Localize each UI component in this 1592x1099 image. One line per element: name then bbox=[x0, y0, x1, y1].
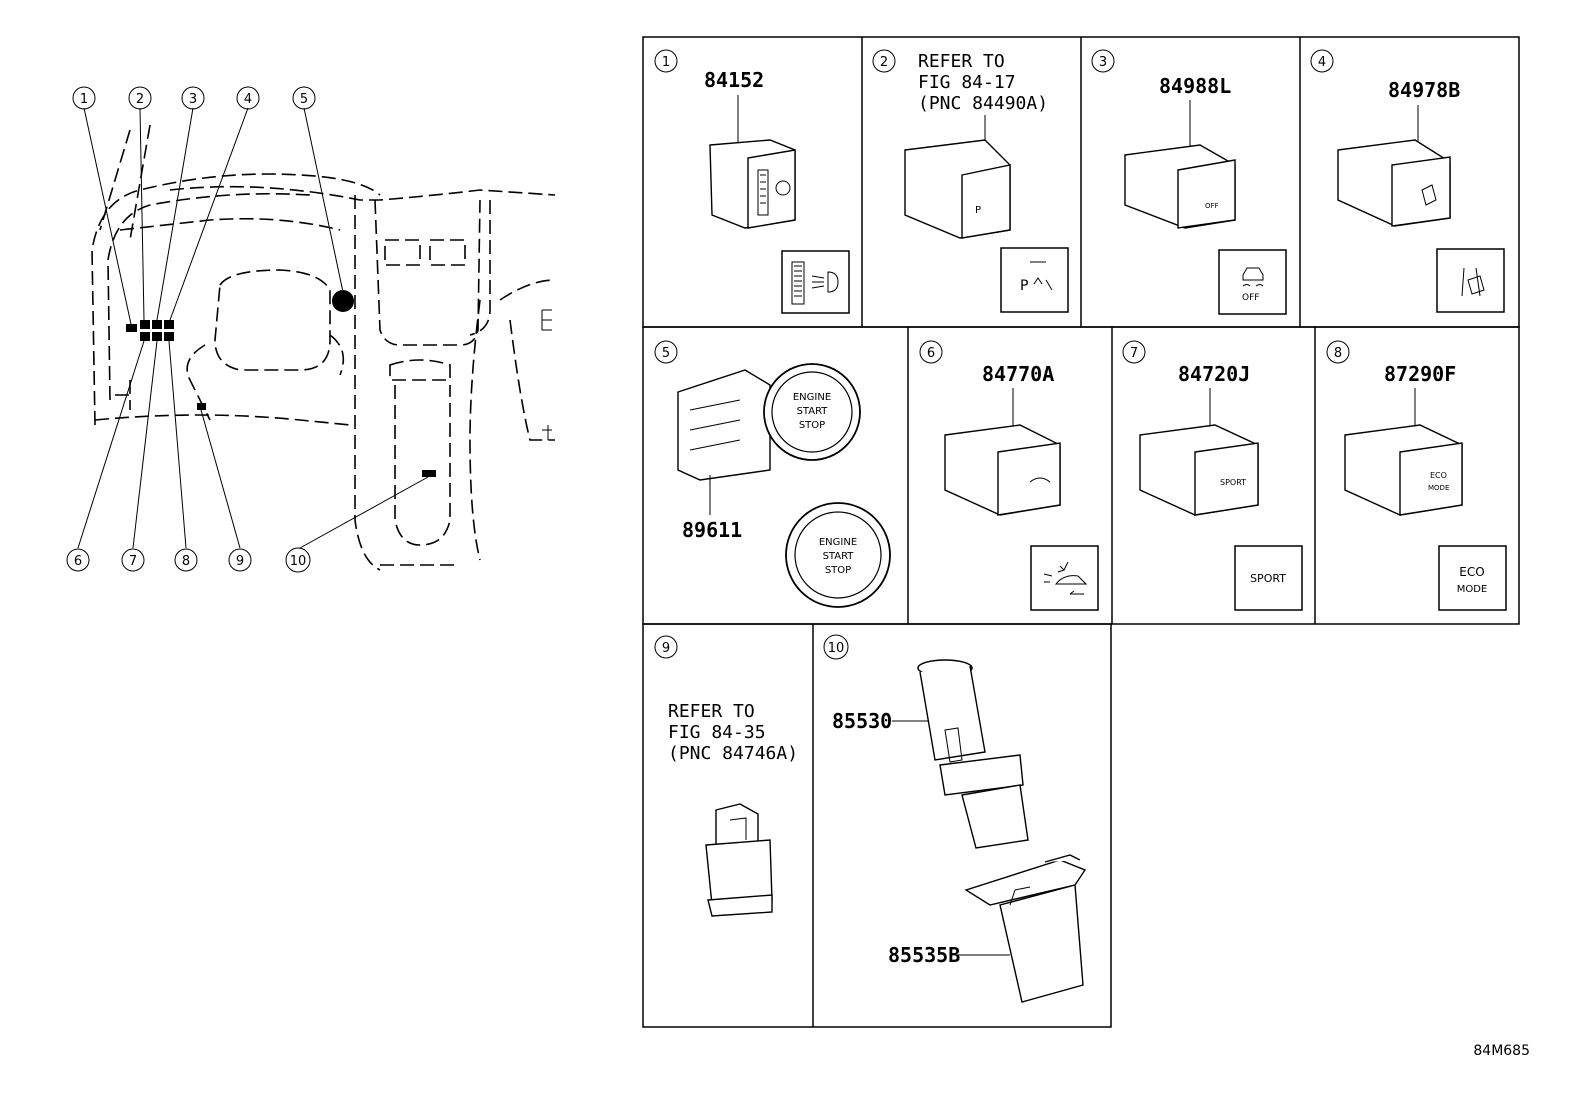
cell-num-3: 3 bbox=[1091, 49, 1115, 73]
svg-text:7: 7 bbox=[129, 554, 137, 569]
svg-text:MODE: MODE bbox=[1457, 584, 1488, 595]
svg-text:9: 9 bbox=[236, 554, 244, 569]
svg-text:7: 7 bbox=[1130, 346, 1138, 361]
part-number-84720J: 84720J bbox=[1178, 362, 1250, 386]
part-number-87290F: 87290F bbox=[1384, 362, 1456, 386]
icon-lane-departure bbox=[1436, 248, 1505, 313]
svg-text:10: 10 bbox=[828, 641, 845, 656]
svg-text:REFER TO: REFER TO bbox=[668, 701, 755, 722]
icon-eco-mode: ECO MODE bbox=[1438, 545, 1507, 611]
switch-drawing-2: P bbox=[904, 139, 1011, 239]
part-number-85535B: 85535B bbox=[888, 943, 960, 967]
icon-headlight-leveling bbox=[781, 250, 850, 314]
svg-text:MODE: MODE bbox=[1428, 484, 1449, 492]
svg-text:(PNC 84490A): (PNC 84490A) bbox=[918, 93, 1048, 114]
icon-pre-collision bbox=[1030, 545, 1099, 611]
svg-text:OFF: OFF bbox=[1242, 293, 1259, 303]
svg-text:ENGINE: ENGINE bbox=[819, 537, 857, 548]
svg-text:START: START bbox=[797, 406, 829, 417]
callout-10-bottom: 10 bbox=[285, 547, 311, 573]
icon-sport-mode: SPORT bbox=[1234, 545, 1303, 611]
svg-text:ENGINE: ENGINE bbox=[793, 392, 831, 403]
refer-to-text-2: REFER TO FIG 84-17 (PNC 84490A) bbox=[918, 51, 1048, 114]
svg-text:5: 5 bbox=[300, 92, 308, 107]
part-number-89611: 89611 bbox=[682, 518, 742, 542]
svg-text:ECO: ECO bbox=[1459, 565, 1484, 579]
svg-text:4: 4 bbox=[1318, 55, 1326, 70]
part-number-84978B: 84978B bbox=[1388, 78, 1460, 102]
svg-text:SPORT: SPORT bbox=[1220, 478, 1246, 487]
part-number-84988L: 84988L bbox=[1159, 74, 1231, 98]
diagram-code: 84M685 bbox=[1473, 1043, 1530, 1059]
svg-text:1: 1 bbox=[662, 55, 670, 70]
svg-text:(PNC 84746A): (PNC 84746A) bbox=[668, 743, 798, 764]
callout-1-top: 1 bbox=[72, 86, 96, 110]
cell-num-4: 4 bbox=[1310, 49, 1334, 73]
icon-parking-assist: P bbox=[1000, 247, 1069, 313]
callout-4-top: 4 bbox=[236, 86, 260, 110]
svg-text:6: 6 bbox=[927, 346, 935, 361]
dashboard-overview bbox=[77, 107, 556, 571]
svg-text:9: 9 bbox=[662, 641, 670, 656]
svg-text:10: 10 bbox=[290, 554, 307, 569]
svg-text:SPORT: SPORT bbox=[1250, 572, 1286, 585]
svg-text:3: 3 bbox=[189, 92, 197, 107]
connector-drawing-9 bbox=[705, 803, 773, 917]
svg-text:6: 6 bbox=[74, 554, 82, 569]
switch-drawing-3: OFF bbox=[1124, 144, 1236, 229]
cell-num-6: 6 bbox=[919, 340, 943, 364]
icon-traction-off: OFF bbox=[1218, 249, 1287, 315]
cell-num-7: 7 bbox=[1122, 340, 1146, 364]
cell-num-1: 1 bbox=[654, 49, 678, 73]
svg-text:P: P bbox=[1020, 278, 1028, 294]
part-number-84152: 84152 bbox=[704, 68, 764, 92]
cell-num-9: 9 bbox=[654, 635, 678, 659]
svg-text:START: START bbox=[823, 551, 855, 562]
switch-drawing-7: SPORT bbox=[1139, 424, 1259, 516]
switch-drawing-4 bbox=[1337, 139, 1451, 227]
parts-grid bbox=[642, 36, 1520, 1028]
svg-text:OFF: OFF bbox=[1205, 202, 1219, 210]
cell-num-10: 10 bbox=[823, 634, 849, 660]
callout-9-bottom: 9 bbox=[228, 548, 252, 572]
cell-num-2: 2 bbox=[872, 49, 896, 73]
svg-text:5: 5 bbox=[662, 346, 670, 361]
svg-text:3: 3 bbox=[1099, 55, 1107, 70]
part-number-84770A: 84770A bbox=[982, 362, 1054, 386]
svg-text:REFER TO: REFER TO bbox=[918, 51, 1005, 72]
svg-text:8: 8 bbox=[182, 554, 190, 569]
cell-num-5: 5 bbox=[654, 340, 678, 364]
switch-drawing-1 bbox=[709, 139, 796, 229]
refer-to-text-9: REFER TO FIG 84-35 (PNC 84746A) bbox=[668, 701, 798, 764]
svg-text:2: 2 bbox=[136, 92, 144, 107]
svg-text:4: 4 bbox=[244, 92, 252, 107]
cell-num-8: 8 bbox=[1326, 340, 1350, 364]
callout-7-bottom: 7 bbox=[121, 548, 145, 572]
svg-text:2: 2 bbox=[880, 55, 888, 70]
cigarette-lighter-drawing bbox=[917, 659, 1029, 849]
callout-5-top: 5 bbox=[292, 86, 316, 110]
switch-drawing-8: ECO MODE bbox=[1344, 424, 1463, 516]
svg-text:FIG 84-35: FIG 84-35 bbox=[668, 722, 766, 743]
svg-text:P: P bbox=[975, 205, 981, 216]
callout-6-bottom: 6 bbox=[66, 548, 90, 572]
switch-drawing-6 bbox=[944, 424, 1061, 516]
callout-8-bottom: 8 bbox=[174, 548, 198, 572]
switch-drawing-5: ENGINE START STOP bbox=[677, 363, 861, 481]
svg-text:STOP: STOP bbox=[799, 420, 825, 431]
callout-3-top: 3 bbox=[181, 86, 205, 110]
svg-text:ECO: ECO bbox=[1430, 471, 1447, 480]
svg-text:FIG 84-17: FIG 84-17 bbox=[918, 72, 1016, 93]
svg-text:8: 8 bbox=[1334, 346, 1342, 361]
svg-text:1: 1 bbox=[80, 92, 88, 107]
svg-text:STOP: STOP bbox=[825, 565, 851, 576]
callout-2-top: 2 bbox=[128, 86, 152, 110]
engine-start-button-face: ENGINE START STOP bbox=[785, 502, 891, 608]
socket-drawing bbox=[964, 854, 1087, 1003]
part-number-85530: 85530 bbox=[832, 709, 892, 733]
